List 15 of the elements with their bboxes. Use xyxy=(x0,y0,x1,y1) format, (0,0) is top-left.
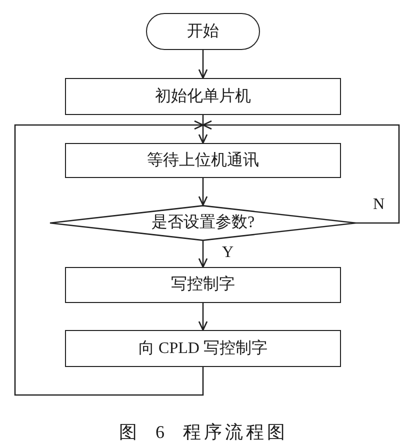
arrow xyxy=(198,241,208,268)
arrow xyxy=(198,178,208,206)
connector-line xyxy=(202,115,204,125)
process-box: 等待上位机通讯 xyxy=(65,143,341,178)
arrow xyxy=(202,120,400,224)
start-terminal: 开始 xyxy=(146,13,260,50)
arrow xyxy=(198,125,208,144)
arrow xyxy=(14,120,204,396)
figure-caption: 图 6 程序流程图 xyxy=(118,421,289,444)
arrow xyxy=(198,303,208,331)
arrow xyxy=(198,50,208,79)
process-box: 向 CPLD 写控制字 xyxy=(65,330,341,367)
process-box: 初始化单片机 xyxy=(65,78,341,115)
decision-diamond: 是否设置参数? xyxy=(50,205,356,241)
process-box: 写控制字 xyxy=(65,267,341,303)
